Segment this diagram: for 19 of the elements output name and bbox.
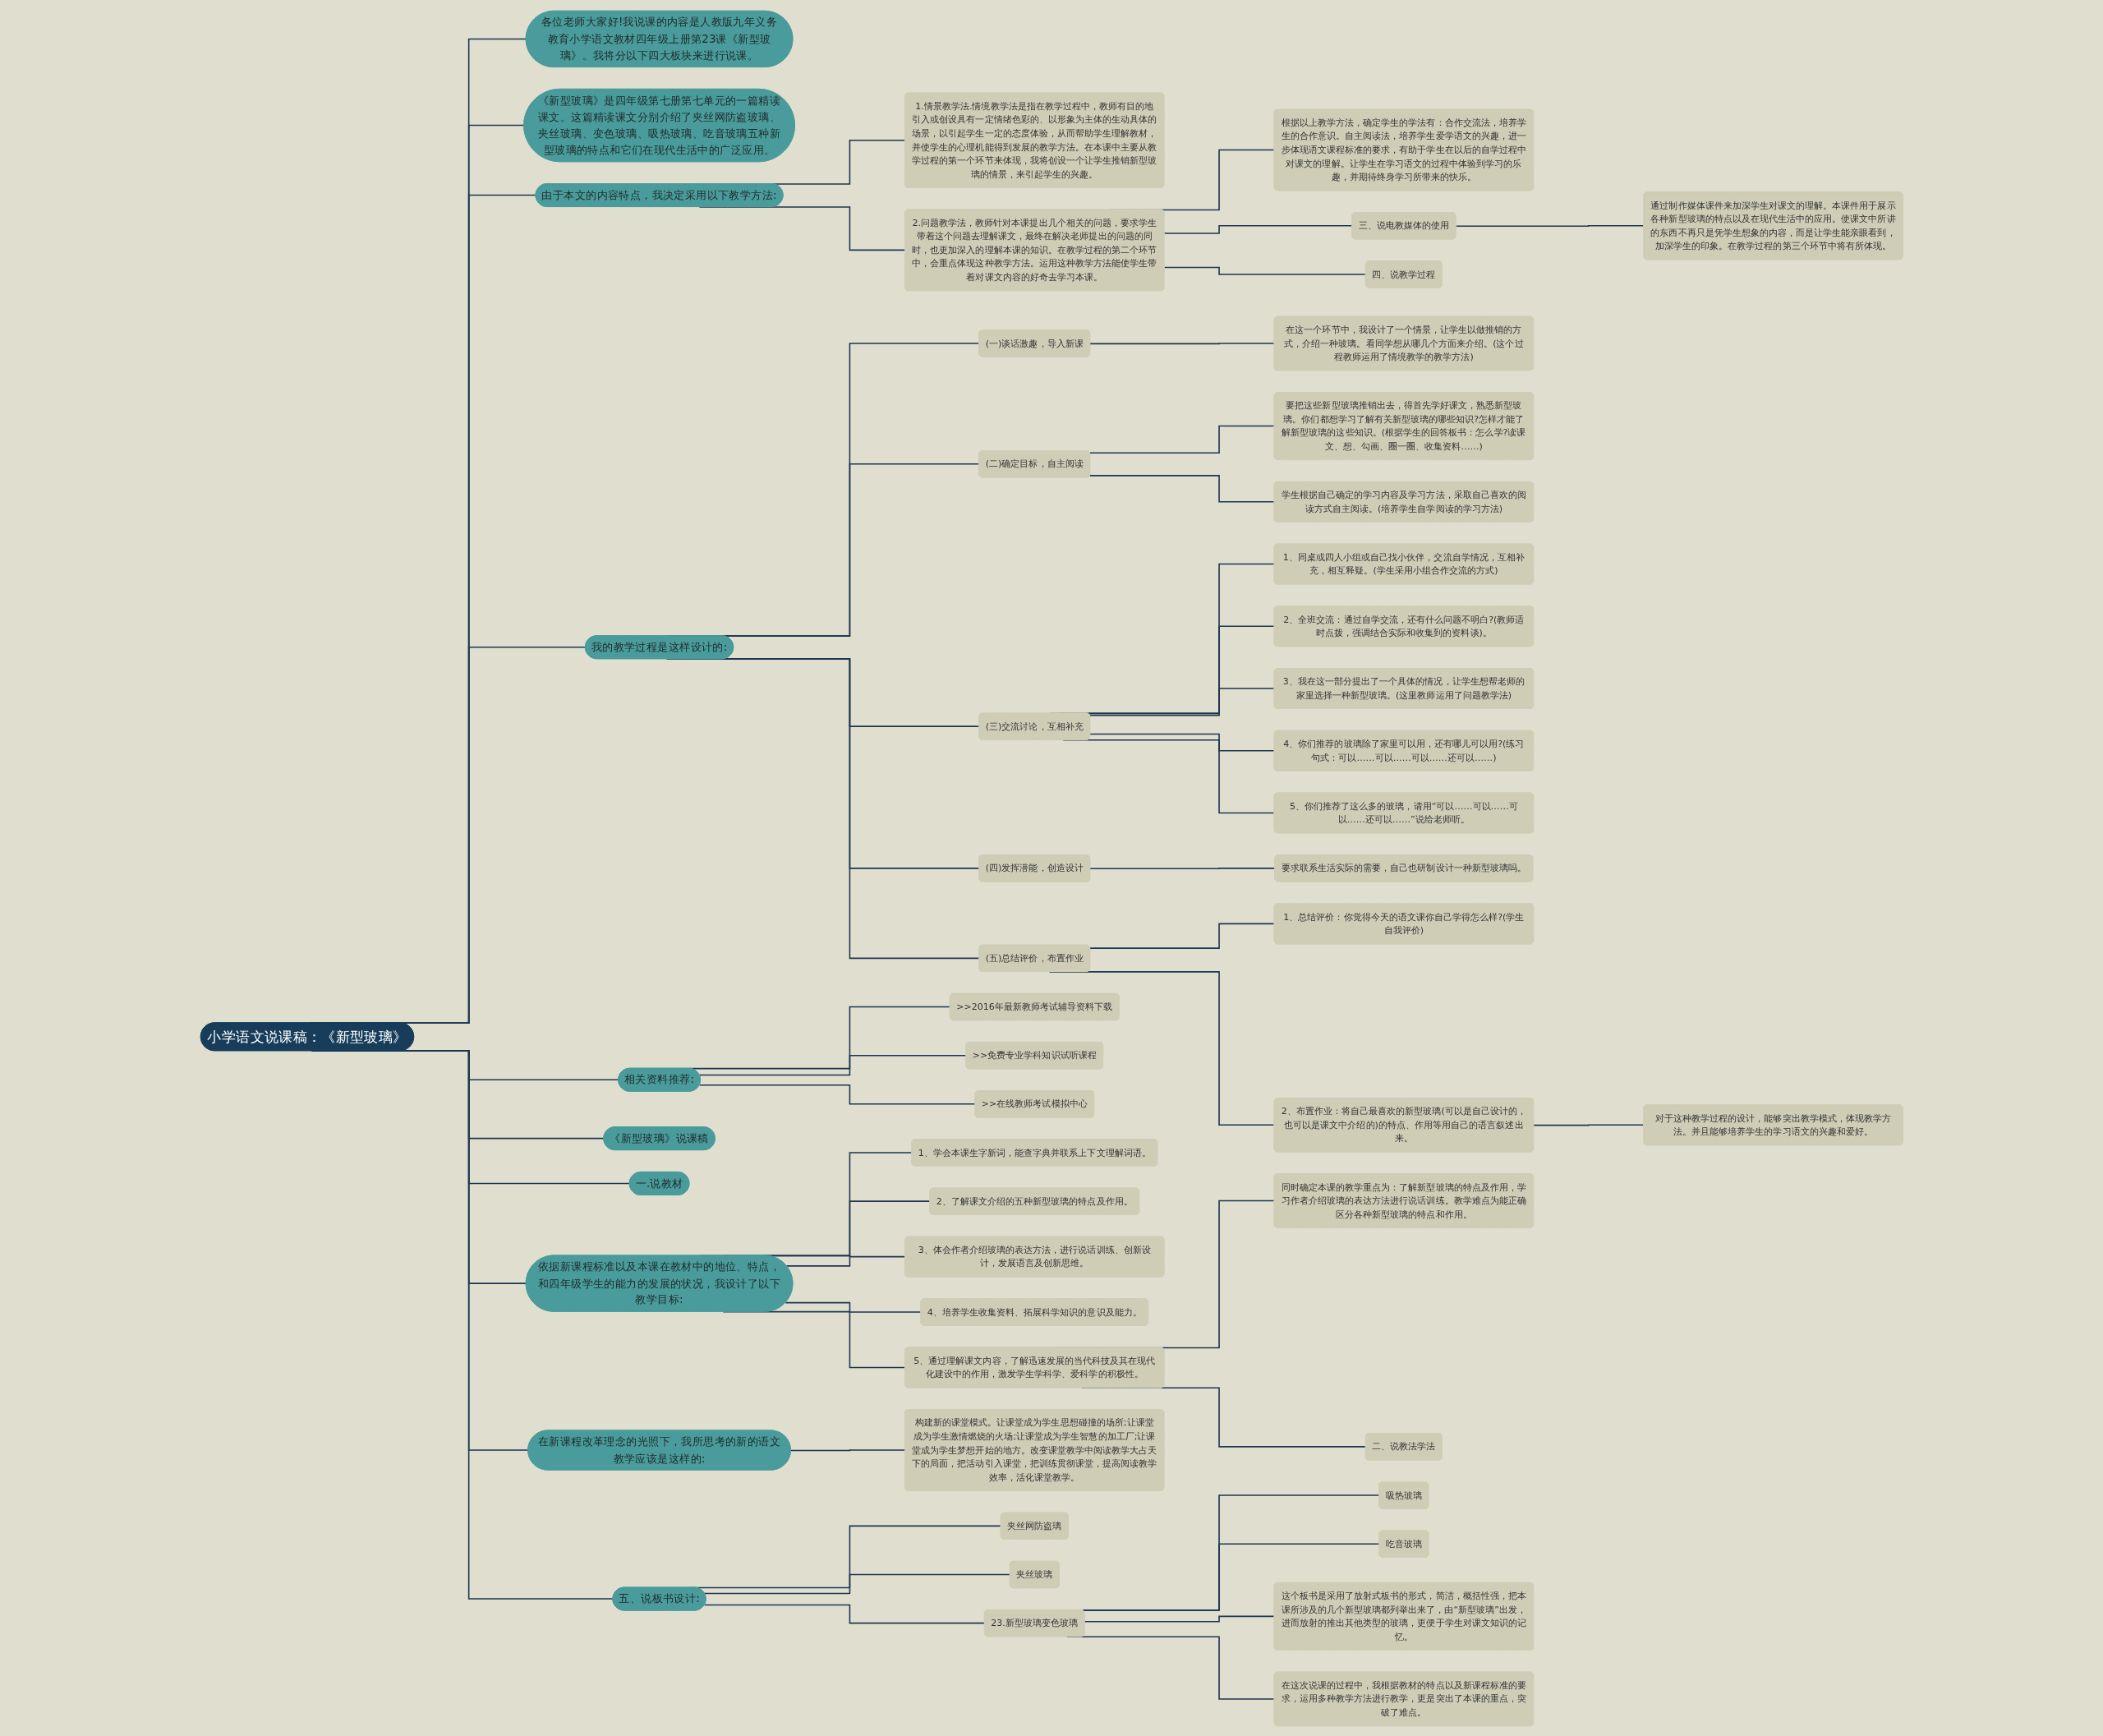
connector	[1062, 739, 1275, 814]
connector	[785, 1255, 906, 1267]
connector	[1455, 224, 1645, 227]
connector	[785, 1301, 922, 1313]
connector	[1089, 733, 1275, 752]
connector	[789, 1448, 906, 1451]
connector	[703, 1604, 986, 1624]
connector	[698, 1054, 967, 1075]
connector	[1532, 1124, 1645, 1126]
connector	[698, 1084, 976, 1105]
connector	[1084, 1615, 1275, 1623]
connector	[1163, 224, 1353, 234]
connector	[1163, 266, 1367, 275]
connector	[1089, 867, 1276, 869]
connector	[1088, 425, 1275, 454]
connector	[1088, 923, 1275, 949]
connector	[1088, 474, 1275, 503]
connector	[1089, 342, 1275, 344]
connector	[1088, 687, 1275, 716]
